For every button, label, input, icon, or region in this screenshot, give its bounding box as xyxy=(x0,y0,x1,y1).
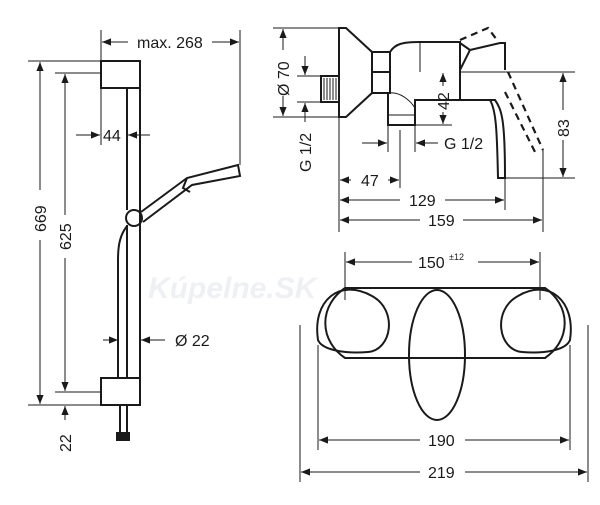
outlet-distance-label: 47 xyxy=(361,173,379,190)
inlet-thread-label: G 1/2 xyxy=(298,133,315,172)
mixer-front-dimensions: 150 ±12 190 219 xyxy=(299,252,589,482)
total-width-label: 219 xyxy=(428,465,455,482)
mixer-front-drawing xyxy=(316,287,572,421)
shower-rail-drawing xyxy=(100,60,242,441)
lever-height-label: 83 xyxy=(556,119,573,137)
mixer-side-dimensions: Ø 70 G 1/2 42 83 G 1/2 47 129 159 xyxy=(273,27,575,232)
shower-rail-dimensions: max. 268 669 625 22 44 Ø 22 xyxy=(28,30,241,452)
outlet-thread-label: G 1/2 xyxy=(444,136,483,153)
centers-label: 150 xyxy=(418,255,445,272)
watermark: Kúpelne.SK xyxy=(148,272,319,305)
flange-diameter-label: Ø 70 xyxy=(276,61,293,96)
max-width-label: max. 268 xyxy=(137,35,203,52)
plate-width-label: 190 xyxy=(428,433,455,450)
total-height-label: 669 xyxy=(33,205,50,232)
mixer-side-drawing xyxy=(320,26,545,179)
wall-offset-label: 44 xyxy=(103,128,121,145)
rail-height-label: 625 xyxy=(58,223,75,250)
hose-outlet-label: 22 xyxy=(58,434,75,452)
total-depth-label: 159 xyxy=(428,213,455,230)
centers-tolerance-label: ±12 xyxy=(449,252,464,262)
body-depth-label: 129 xyxy=(409,193,436,210)
outlet-height-label: 42 xyxy=(436,92,453,110)
rail-diameter-label: Ø 22 xyxy=(175,333,210,350)
